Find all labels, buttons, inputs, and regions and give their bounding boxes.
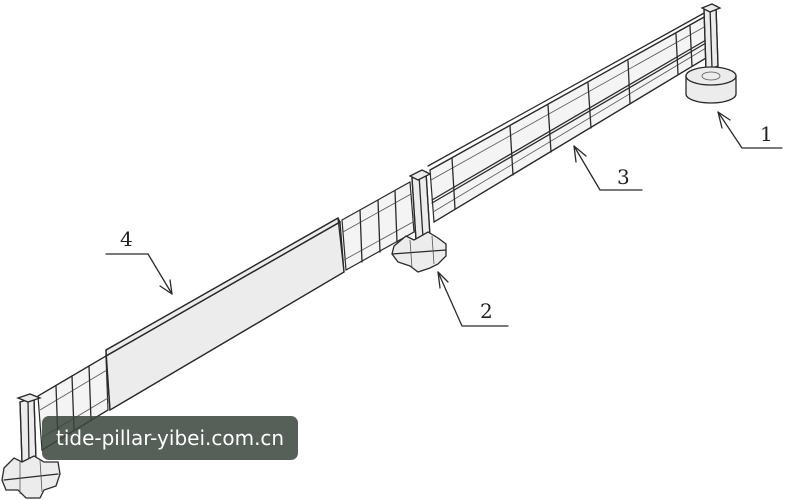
right-post: [685, 3, 737, 104]
callout-1-label: 1: [760, 122, 773, 146]
callout-3: 3: [573, 145, 643, 191]
boom-segment-3: [427, 11, 707, 224]
middle-post: [391, 169, 447, 273]
callout-3-label: 3: [617, 165, 630, 189]
watermark-banner: tide-pillar-yibei.com.cn: [42, 416, 298, 460]
left-post: [1, 393, 61, 499]
callout-2: 2: [437, 271, 509, 327]
callout-2-label: 2: [480, 299, 493, 323]
callout-4: 4: [105, 227, 173, 295]
callout-1: 1: [717, 111, 783, 149]
boom-segment-4: [37, 181, 415, 452]
callout-4-label: 4: [120, 227, 133, 251]
